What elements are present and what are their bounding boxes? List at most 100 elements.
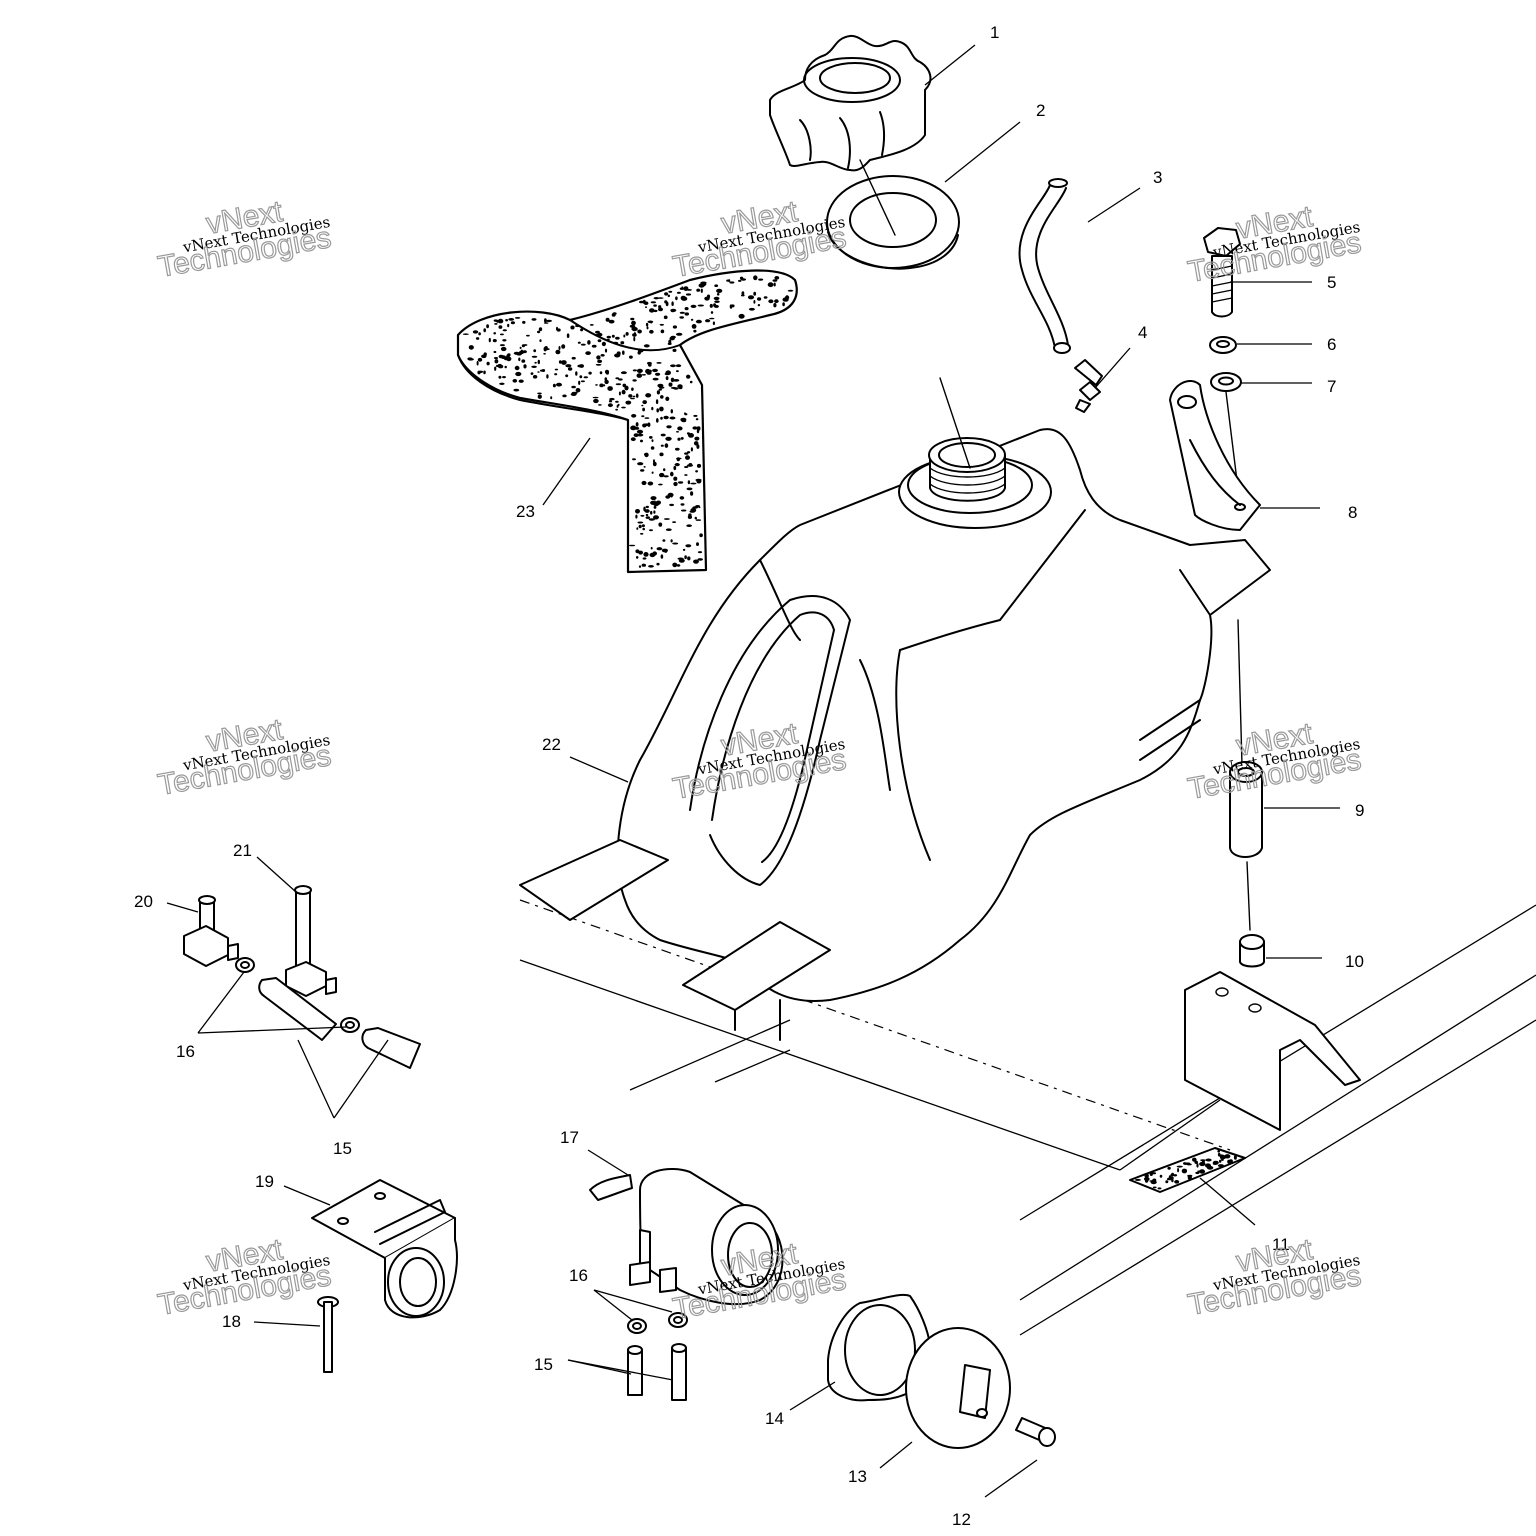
foam-speck [566, 333, 570, 339]
callout-3: 3 [1153, 168, 1162, 187]
foam-speck [540, 369, 545, 372]
foam-speck [738, 313, 745, 319]
foam-speck [1219, 1154, 1226, 1159]
foam-speck [1227, 1159, 1231, 1164]
foam-speck [496, 319, 500, 323]
watermark-6: vNext Technologies vNext Technologies [1185, 716, 1364, 806]
foam-speck [728, 279, 731, 283]
foam-speck [686, 487, 693, 491]
foam-speck [1168, 1175, 1172, 1178]
foam-speck [637, 521, 644, 524]
part-2-cap-gasket [826, 175, 960, 270]
foam-speck [650, 321, 653, 324]
foam-speck [522, 350, 527, 354]
foam-speck [477, 370, 481, 375]
part-22-fuel-tank [519, 428, 1271, 1041]
foam-speck [645, 306, 647, 309]
foam-speck [637, 433, 644, 437]
foam-speck [607, 403, 613, 408]
foam-speck [650, 301, 657, 304]
foam-speck [656, 390, 661, 395]
foam-speck [740, 278, 747, 281]
foam-speck [676, 291, 681, 294]
foam-speck [685, 293, 692, 296]
part-7-flat-washer [1210, 372, 1242, 392]
foam-speck [641, 524, 645, 528]
foam-speck [608, 319, 615, 324]
foam-speck [670, 335, 676, 339]
foam-speck [502, 376, 506, 379]
foam-speck [1159, 1174, 1163, 1178]
callout-14: 14 [765, 1409, 784, 1428]
foam-speck [537, 392, 542, 395]
foam-speck [693, 414, 698, 417]
foam-speck [664, 443, 669, 448]
foam-speck [643, 552, 649, 557]
foam-speck [628, 394, 633, 398]
foam-speck [555, 349, 561, 355]
foam-speck [705, 319, 711, 323]
foam-speck [662, 539, 666, 542]
foam-speck [692, 426, 698, 430]
foam-speck [637, 329, 642, 334]
foam-speck [506, 356, 512, 362]
foam-speck [684, 452, 689, 455]
foam-speck [676, 564, 681, 567]
foam-speck [486, 361, 490, 366]
foam-speck [1152, 1186, 1157, 1189]
foam-speck [1145, 1179, 1149, 1183]
foam-speck [663, 468, 666, 472]
foam-speck [636, 429, 644, 434]
foam-speck [550, 396, 553, 400]
callout-12: 12 [952, 1510, 971, 1529]
foam-speck [565, 374, 569, 378]
foam-speck [782, 302, 785, 307]
foam-speck [664, 372, 670, 376]
foam-speck [663, 315, 668, 320]
foam-speck [483, 352, 487, 357]
foam-speck [690, 447, 694, 452]
foam-speck [672, 325, 678, 329]
foam-speck [682, 548, 686, 552]
foam-speck [658, 307, 663, 312]
foam-speck [575, 324, 581, 328]
foam-speck [1134, 1178, 1141, 1181]
foam-speck [583, 376, 588, 379]
foam-speck [585, 351, 591, 355]
foam-speck [753, 291, 757, 296]
foam-speck [645, 516, 650, 519]
foam-speck [615, 408, 618, 411]
foam-speck [679, 496, 685, 500]
foam-speck [644, 452, 649, 458]
foam-speck [656, 562, 660, 566]
foam-speck [597, 359, 602, 363]
foam-speck [623, 334, 626, 338]
foam-speck [537, 371, 540, 373]
foam-speck [580, 343, 586, 346]
foam-speck [693, 559, 699, 564]
foam-speck [635, 509, 640, 514]
foam-speck [631, 414, 637, 418]
foam-speck [622, 350, 625, 355]
foam-speck [647, 481, 654, 486]
foam-speck [488, 337, 491, 343]
foam-speck [689, 380, 693, 384]
foam-speck [660, 554, 664, 559]
foam-speck [615, 336, 620, 340]
foam-speck [615, 377, 620, 380]
foam-speck [644, 417, 650, 419]
foam-speck [693, 329, 697, 333]
foam-speck [593, 398, 599, 404]
foam-speck [653, 505, 657, 509]
foam-speck [645, 322, 649, 327]
foam-speck [595, 333, 599, 336]
part-10-grommet [1239, 934, 1265, 968]
part-13-cap [905, 1327, 1011, 1449]
foam-speck [537, 330, 541, 334]
foam-speck [636, 527, 639, 530]
foam-speck [690, 304, 697, 308]
foam-speck [498, 364, 504, 369]
foam-speck [620, 371, 627, 375]
foam-speck [1187, 1175, 1192, 1180]
part-23-seat-foam [456, 269, 798, 574]
